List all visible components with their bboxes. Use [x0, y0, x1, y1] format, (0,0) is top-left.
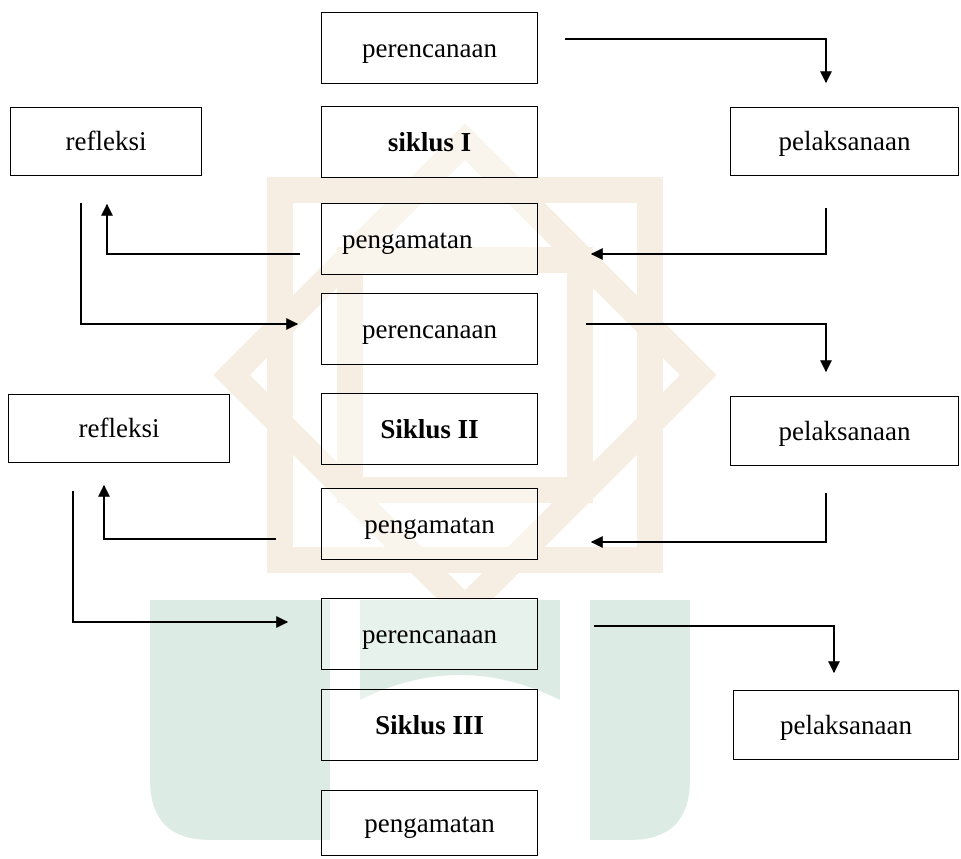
node-label: perencanaan	[362, 32, 497, 63]
node-label: perencanaan	[362, 313, 497, 344]
node-label: perencanaan	[362, 618, 497, 649]
arrow-observe2-to-reflect2	[98, 484, 276, 540]
node-label: pelaksanaan	[778, 415, 911, 446]
arrow-act2-to-observe2	[590, 493, 827, 548]
node-label: refleksi	[78, 413, 160, 443]
node-pengamatan-2: pengamatan	[321, 488, 538, 560]
arrow-plan1-to-act1	[565, 38, 832, 84]
arrow-plan3-to-act3	[594, 625, 840, 674]
node-perencanaan-1: perencanaan	[321, 12, 538, 84]
node-perencanaan-2: perencanaan	[321, 293, 538, 365]
node-label: Siklus III	[375, 709, 484, 740]
node-refleksi-1: refleksi	[10, 107, 202, 176]
node-siklus-3: Siklus III	[321, 689, 538, 761]
node-label: pelaksanaan	[778, 126, 911, 156]
node-refleksi-2: refleksi	[8, 394, 230, 463]
arrow-plan2-to-act2	[586, 323, 832, 373]
node-label: siklus I	[387, 126, 472, 157]
node-siklus-2: Siklus II	[321, 393, 538, 465]
node-label: pengamatan	[364, 807, 495, 838]
node-label: refleksi	[65, 126, 147, 156]
node-pelaksanaan-3: pelaksanaan	[733, 690, 959, 760]
node-pengamatan-3: pengamatan	[321, 790, 538, 856]
node-siklus-1: siklus I	[321, 106, 538, 178]
node-perencanaan-3: perencanaan	[321, 598, 538, 670]
node-label: pelaksanaan	[780, 709, 912, 740]
arrow-reflect2-to-plan3	[72, 491, 289, 628]
arrow-reflect1-to-plan2	[80, 203, 299, 330]
node-pengamatan-1: pengamatan	[321, 203, 538, 275]
node-pelaksanaan-1: pelaksanaan	[730, 107, 959, 176]
node-pelaksanaan-2: pelaksanaan	[730, 396, 959, 466]
node-label: Siklus II	[380, 413, 479, 444]
arrow-act1-to-observe1	[590, 208, 827, 260]
arrow-observe1-to-reflect1	[101, 203, 300, 255]
node-label: pengamatan	[364, 508, 495, 539]
node-label: pengamatan	[342, 223, 473, 254]
